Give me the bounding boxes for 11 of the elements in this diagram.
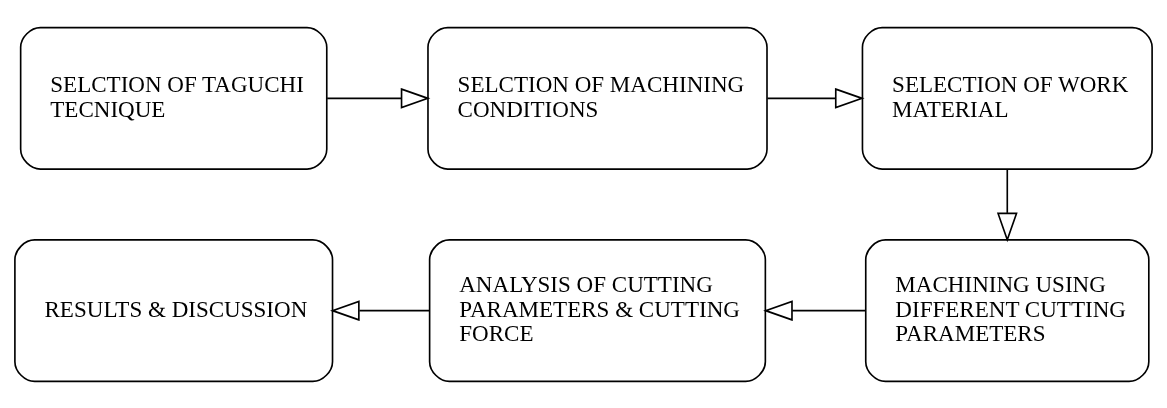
arrow <box>766 87 865 109</box>
node-box: SELCTION OF MACHINING CONDITIONS <box>427 26 768 170</box>
arrow <box>330 299 430 321</box>
arrow <box>326 87 431 109</box>
arrow <box>996 168 1018 242</box>
node-box: SELCTION OF TAGUCHI TECNIQUE <box>19 26 328 170</box>
node-box: MACHINING USING DIFFERENT CUTTING PARAMETERS <box>864 238 1150 382</box>
arrow <box>763 299 867 321</box>
node-box: ANALYSIS OF CUTTING PARAMETERS & CUTTING FORCE <box>428 238 767 382</box>
node-box: RESULTS & DISCUSSION <box>14 238 334 382</box>
node-box: SELECTION OF WORK MATERIAL <box>861 26 1153 170</box>
